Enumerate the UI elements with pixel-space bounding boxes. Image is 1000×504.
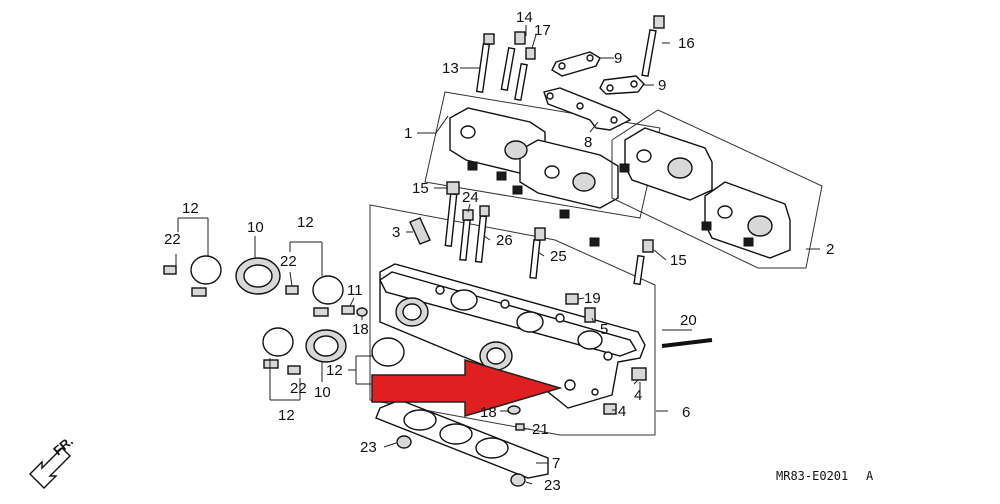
bolt-11 <box>341 305 355 315</box>
callout-10-lower: 10 <box>314 384 331 401</box>
plate-9-upper <box>551 51 601 77</box>
front-direction-indicator: FR. <box>29 433 76 489</box>
callout-19: 19 <box>584 290 601 307</box>
callout-25: 25 <box>550 248 567 265</box>
bolt-15-right <box>633 239 654 286</box>
callout-15-right: 15 <box>670 252 687 269</box>
callout-22-top: 22 <box>164 231 181 248</box>
spring-5 <box>584 307 596 323</box>
callout-6: 6 <box>682 404 690 421</box>
bolt-25 <box>529 227 546 279</box>
clamp-12-top-left <box>190 255 222 297</box>
front-direction-label: FR. <box>50 433 76 458</box>
link-plate-8 <box>543 87 632 131</box>
bolt-24 <box>459 209 474 261</box>
callout-15-left: 15 <box>412 180 429 197</box>
callout-9-upper: 9 <box>614 50 622 67</box>
bolt-26 <box>474 205 490 263</box>
callout-11: 11 <box>347 282 363 299</box>
callout-16: 16 <box>678 35 695 52</box>
drawing-code-suffix: A <box>866 469 874 483</box>
callout-2: 2 <box>826 241 834 258</box>
washer-18-upper <box>356 307 368 317</box>
callout-4-upper: 4 <box>634 387 642 404</box>
callout-labels: 1 2 3 4 4 5 6 7 8 9 9 10 10 11 12 12 12 … <box>164 9 834 494</box>
callout-8: 8 <box>584 134 592 151</box>
bolt-17 <box>514 47 536 102</box>
dowel-23-lower <box>510 473 526 487</box>
leader-lines <box>175 25 820 485</box>
callout-21: 21 <box>532 421 549 438</box>
callout-26: 26 <box>496 232 513 249</box>
camshaft-holder-2 <box>611 109 823 269</box>
callout-12-mid: 12 <box>297 214 314 231</box>
callout-23-upper: 23 <box>360 439 377 456</box>
callout-17: 17 <box>534 22 551 39</box>
screw-22-c <box>287 365 301 375</box>
callout-23-lower: 23 <box>544 477 561 494</box>
cylinder-head-outline <box>369 204 656 436</box>
callout-18-lower: 18 <box>480 404 497 421</box>
stud-20 <box>661 336 713 348</box>
callout-18-upper: 18 <box>352 321 369 338</box>
head-gasket-7 <box>375 399 549 479</box>
clamp-12-right <box>371 337 405 367</box>
callout-5: 5 <box>600 321 608 338</box>
washer-18-lower <box>507 405 521 415</box>
callout-12-bottom: 12 <box>278 407 295 424</box>
insulator-10-bottom <box>305 329 347 363</box>
callout-14: 14 <box>516 9 533 26</box>
bolt-16 <box>641 15 665 77</box>
callout-9-lower: 9 <box>658 77 666 94</box>
callout-1: 1 <box>404 125 412 142</box>
callout-24: 24 <box>462 189 479 206</box>
bolt-13 <box>475 33 495 93</box>
dowel-pin-3 <box>409 217 431 245</box>
cylinder-head-6 <box>379 263 646 409</box>
callout-22-bottom: 22 <box>290 380 307 397</box>
callout-12-right: 12 <box>326 362 343 379</box>
callout-7: 7 <box>552 455 560 472</box>
camshaft-holder-1 <box>424 91 661 247</box>
callout-10-upper: 10 <box>247 219 264 236</box>
drawing-code: MR83-E0201 <box>776 469 848 483</box>
screw-22-a <box>163 265 177 275</box>
clamp-12-mid <box>312 275 344 317</box>
dowel-23-upper <box>396 435 412 449</box>
clamp-12-bottom-left <box>262 327 294 369</box>
insulator-10-left <box>235 257 281 295</box>
highlight-arrow <box>371 358 563 418</box>
screw-22-b <box>285 285 299 295</box>
bolt-15-left <box>444 181 460 247</box>
callout-12-top-left: 12 <box>182 200 199 217</box>
callout-22-mid: 22 <box>280 253 297 270</box>
callout-3: 3 <box>392 224 400 241</box>
bolt-21 <box>515 423 525 431</box>
callout-4-lower: 4 <box>618 403 626 420</box>
bolt-14 <box>500 31 526 92</box>
callout-13: 13 <box>442 60 459 77</box>
callout-20: 20 <box>680 312 697 329</box>
plate-9-lower <box>599 75 645 95</box>
plug-19 <box>565 293 579 305</box>
sealing-washer-4-upper <box>631 367 647 381</box>
sealing-washer-4-lower <box>603 403 617 415</box>
